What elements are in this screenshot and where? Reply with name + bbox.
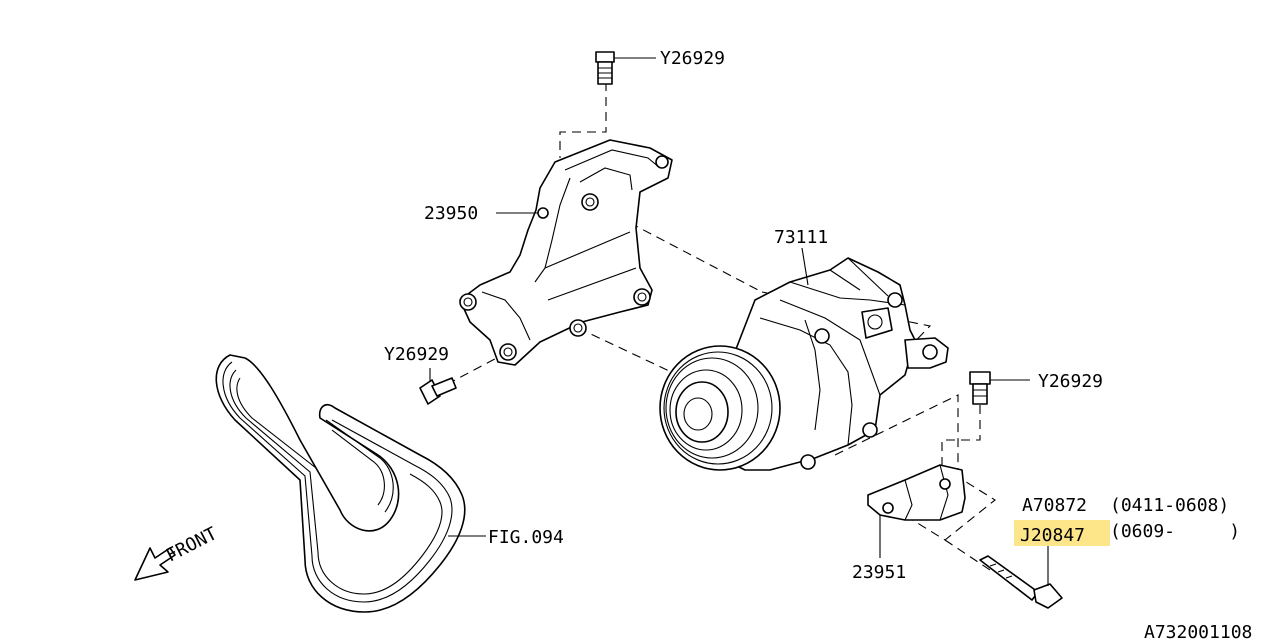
- label-bolt-j[interactable]: J20847: [1020, 525, 1085, 546]
- label-compressor[interactable]: 73111: [774, 227, 828, 248]
- figure-code: A732001108: [1144, 622, 1252, 640]
- label-bolt-left[interactable]: Y26929: [384, 344, 449, 365]
- label-lower-bracket[interactable]: 23951: [852, 562, 906, 583]
- lower-bracket[interactable]: [867, 464, 966, 558]
- label-bolt-top[interactable]: Y26929: [660, 48, 725, 69]
- label-belt-ref[interactable]: FIG.094: [488, 527, 564, 548]
- bolt-left[interactable]: [419, 368, 457, 405]
- upper-bracket[interactable]: [459, 139, 673, 366]
- v-belt[interactable]: [215, 354, 486, 613]
- label-bolt-j-range: (0609- ): [1110, 521, 1240, 542]
- label-bolt-a[interactable]: A70872: [1022, 495, 1087, 516]
- front-arrow-icon: [134, 547, 176, 581]
- bolt-top[interactable]: [595, 51, 656, 85]
- label-bolt-a-range: (0411-0608): [1110, 495, 1229, 516]
- long-bolt[interactable]: [979, 540, 1063, 609]
- label-front: FRONT: [163, 523, 221, 566]
- labels: Y26929 23950 73111 Y26929 Y26929 A70872 …: [163, 48, 1253, 640]
- bolt-right[interactable]: [969, 371, 1030, 405]
- label-upper-bracket[interactable]: 23950: [424, 203, 478, 224]
- highlight-box: [1014, 520, 1110, 546]
- ac-compressor[interactable]: [659, 247, 949, 471]
- label-bolt-right[interactable]: Y26929: [1038, 371, 1103, 392]
